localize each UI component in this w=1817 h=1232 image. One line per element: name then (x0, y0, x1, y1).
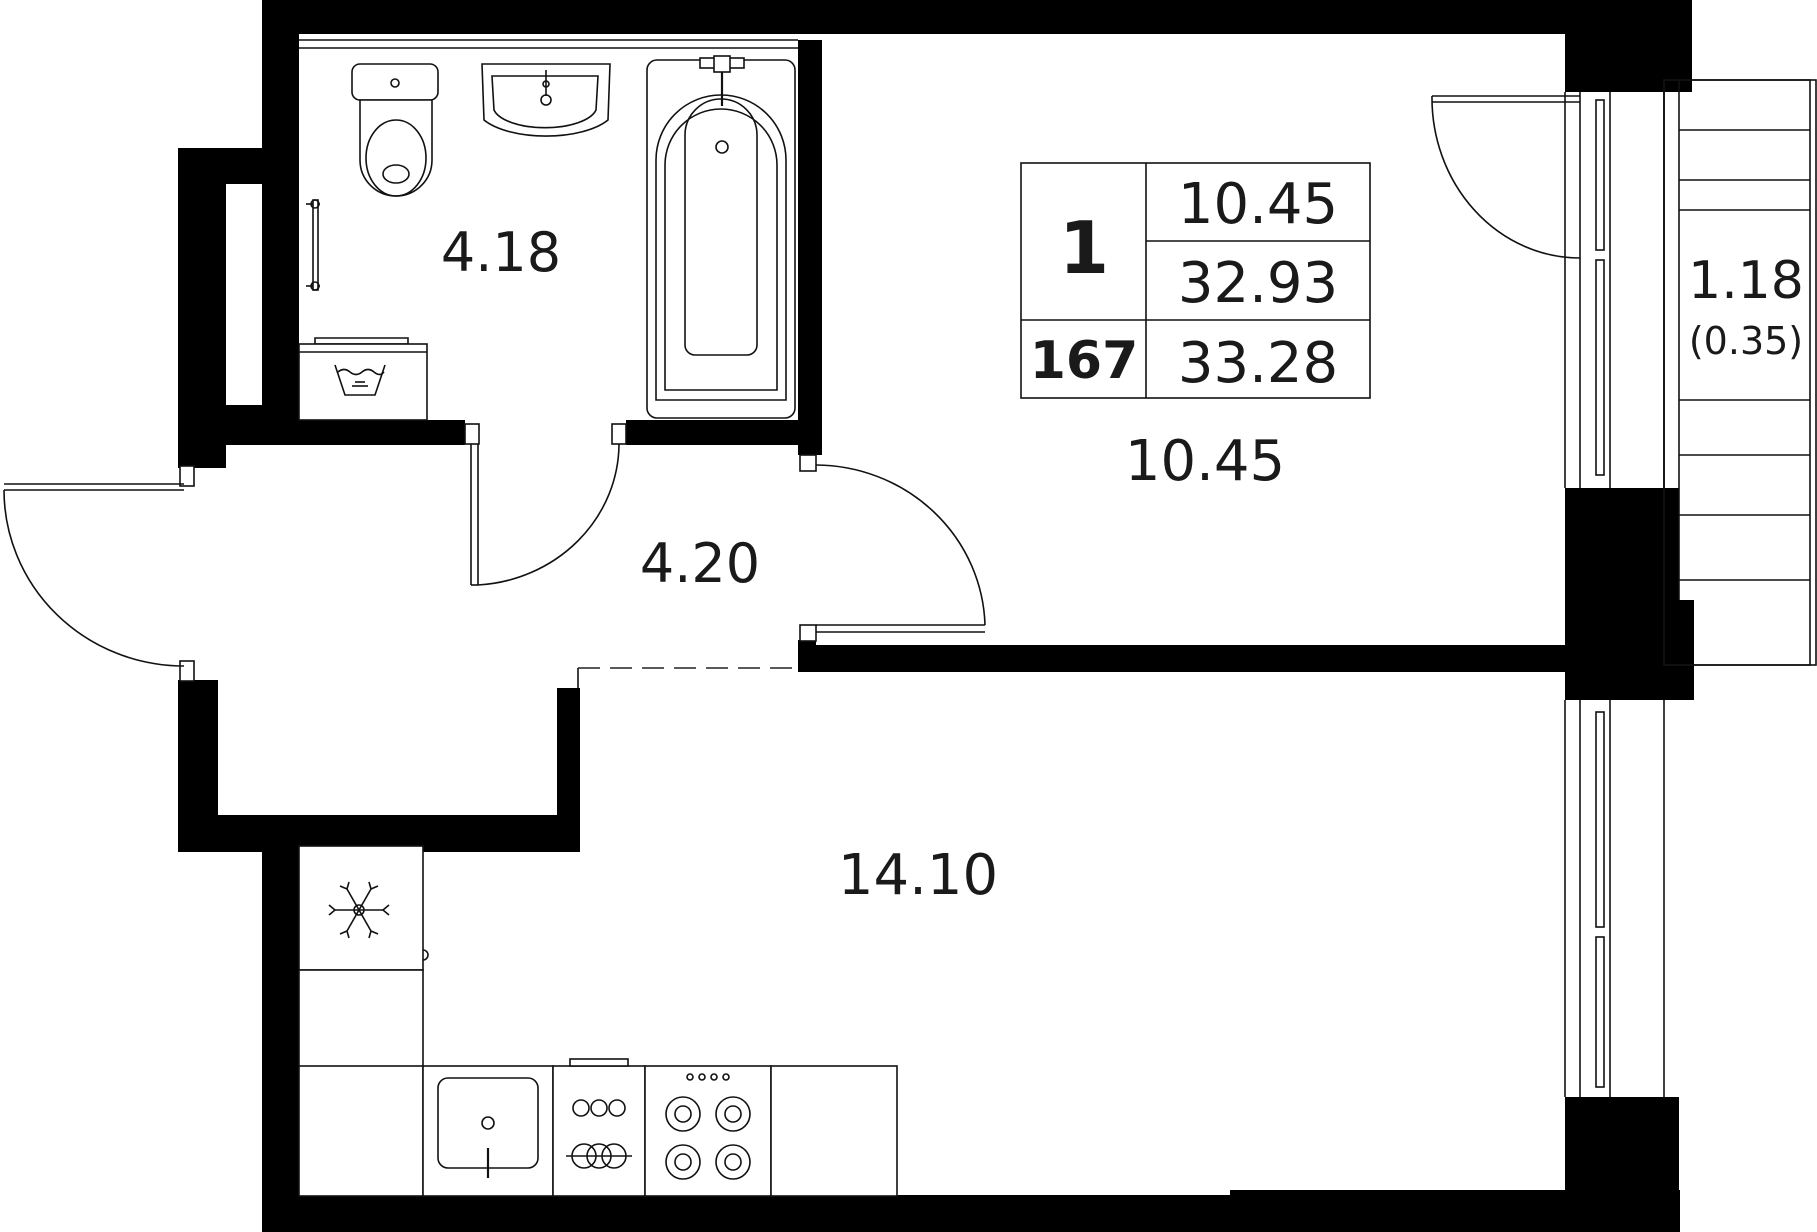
balcony-door (1431, 95, 1581, 259)
dishwasher (566, 1058, 632, 1169)
rooms-count: 1 (1059, 206, 1109, 290)
kitchen-counter (298, 969, 898, 1197)
toilet (351, 63, 439, 197)
fridge (298, 845, 429, 971)
washing-machine (298, 337, 428, 421)
apartment-info-box: 1 167 10.45 32.93 33.28 (1020, 162, 1371, 399)
hallway-area-label: 4.20 (640, 532, 760, 595)
washing-symbol-icon (334, 364, 386, 396)
kitchen-sink (437, 1077, 539, 1178)
balcony-reduced-area-label: (0.35) (1689, 319, 1803, 363)
stove (665, 1073, 751, 1180)
bedroom-area-label: 10.45 (1125, 429, 1285, 494)
sink (481, 63, 611, 137)
kitchen-living-area-label: 14.10 (838, 843, 998, 908)
bathroom-door (464, 423, 627, 586)
towel-rail (306, 199, 320, 291)
entrance-door (3, 465, 195, 682)
bedroom-door (799, 454, 986, 642)
bathtub (646, 55, 796, 419)
balcony-area-label: 1.18 (1688, 251, 1804, 311)
info-total-area: 32.93 (1178, 251, 1338, 316)
bathroom-area-label: 4.18 (441, 221, 561, 284)
walls (178, 0, 1694, 1232)
window-frames (299, 39, 1665, 1097)
snowflake-icon (328, 881, 390, 939)
info-total-area-with-balcony: 33.28 (1178, 331, 1338, 396)
apartment-number: 167 (1030, 331, 1139, 391)
balcony (1663, 79, 1817, 666)
info-living-area: 10.45 (1178, 172, 1338, 237)
